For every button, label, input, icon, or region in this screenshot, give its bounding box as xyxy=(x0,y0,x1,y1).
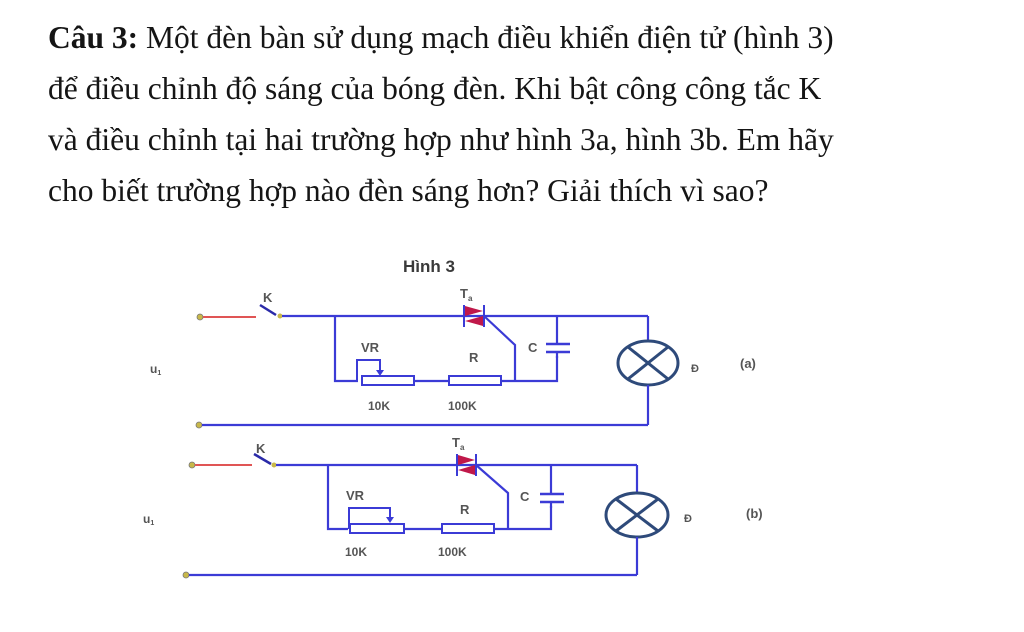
wiper-arrow-icon xyxy=(386,517,394,523)
vr-value: 10K xyxy=(345,545,367,559)
resistor-r-icon xyxy=(448,375,502,386)
case-label: (a) xyxy=(740,356,756,371)
switch-k-icon xyxy=(253,452,272,466)
gate-wire xyxy=(483,315,517,381)
question-label: Câu 3: xyxy=(48,20,139,55)
potentiometer-vr-icon xyxy=(349,523,405,534)
terminal-dot-icon xyxy=(195,421,203,429)
vr-label: VR xyxy=(346,488,365,503)
vr-label: VR xyxy=(361,340,380,355)
switch-label: K xyxy=(256,441,266,456)
r-label: R xyxy=(460,502,470,517)
terminal-dot-icon xyxy=(196,313,204,321)
source-label: u1 xyxy=(143,512,154,527)
question-line-3: và điều chỉnh tại hai trường hợp như hìn… xyxy=(48,122,834,157)
terminal-dot-icon xyxy=(188,461,196,469)
circuit-a: K VR 10K R 100K C Ta xyxy=(150,286,756,429)
triac-label: Ta xyxy=(452,435,465,452)
gate-wire xyxy=(475,464,510,529)
terminal-dot-icon xyxy=(182,571,190,579)
switch-label: K xyxy=(263,290,273,305)
lamp-label: Đ xyxy=(684,513,692,525)
lamp-icon xyxy=(604,491,670,539)
wire xyxy=(494,506,553,531)
c-label: C xyxy=(528,340,538,355)
triac-label: Ta xyxy=(460,286,473,303)
r-value: 100K xyxy=(448,399,477,413)
r-value: 100K xyxy=(438,545,467,559)
vr-wiper-wire xyxy=(356,359,381,381)
question-line-1: Câu 3: Một đèn bàn sử dụng mạch điều khi… xyxy=(48,20,834,55)
triac-icon xyxy=(456,454,477,476)
branch-wire xyxy=(333,316,358,383)
question-line-4: cho biết trường hợp nào đèn sáng hơn? Gi… xyxy=(48,173,769,208)
question-line-2: để điều chỉnh độ sáng của bóng đèn. Khi … xyxy=(48,71,822,106)
r-label: R xyxy=(469,350,479,365)
figure-title: Hình 3 xyxy=(403,257,455,276)
triac-icon xyxy=(463,305,485,327)
resistor-r-icon xyxy=(441,523,495,534)
case-label: (b) xyxy=(746,506,763,521)
source-label: u1 xyxy=(150,362,161,377)
terminal-dot-icon xyxy=(277,313,283,319)
branch-wire xyxy=(326,465,348,531)
circuit-b: K VR 10K R 100K C Ta Đ xyxy=(143,435,763,579)
lamp-label: Đ xyxy=(691,363,699,375)
lamp-icon xyxy=(616,339,680,387)
vr-value: 10K xyxy=(368,399,390,413)
terminal-dot-icon xyxy=(271,462,277,468)
c-label: C xyxy=(520,489,530,504)
potentiometer-vr-icon xyxy=(361,375,415,386)
switch-k-icon xyxy=(259,303,277,317)
wiper-arrow-icon xyxy=(376,370,384,376)
wire xyxy=(501,356,559,383)
vr-wiper-wire xyxy=(348,507,391,529)
question-text: Câu 3: Một đèn bàn sử dụng mạch điều khi… xyxy=(48,12,1018,216)
